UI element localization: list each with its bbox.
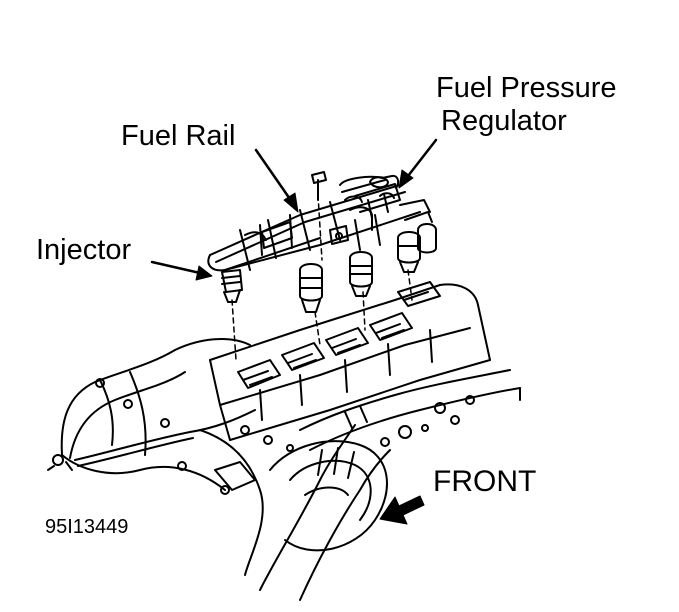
fuel-pressure-regulator (339, 174, 433, 223)
injector-2 (299, 263, 323, 313)
insertion-guides (231, 194, 413, 361)
front-label: FRONT (433, 465, 537, 498)
intake-ports (237, 281, 441, 389)
engine-block (259, 369, 521, 601)
fuel-rail-label: Fuel Rail (121, 120, 236, 152)
fuel-pressure-regulator-label-line1: Fuel Pressure (436, 72, 617, 104)
injector-3 (349, 251, 373, 297)
intake-manifold (47, 281, 491, 576)
injector-1 (221, 269, 243, 303)
leader-lines (150, 138, 438, 281)
front-arrow (379, 495, 425, 525)
injectors (221, 223, 437, 313)
injector-4 (397, 231, 421, 273)
fuel-rail (207, 171, 421, 272)
figure-id: 95I13449 (45, 516, 129, 538)
injector-label: Injector (36, 234, 132, 266)
fuel-pressure-regulator-label-line2: Regulator (441, 105, 567, 137)
injector-5 (417, 223, 437, 254)
